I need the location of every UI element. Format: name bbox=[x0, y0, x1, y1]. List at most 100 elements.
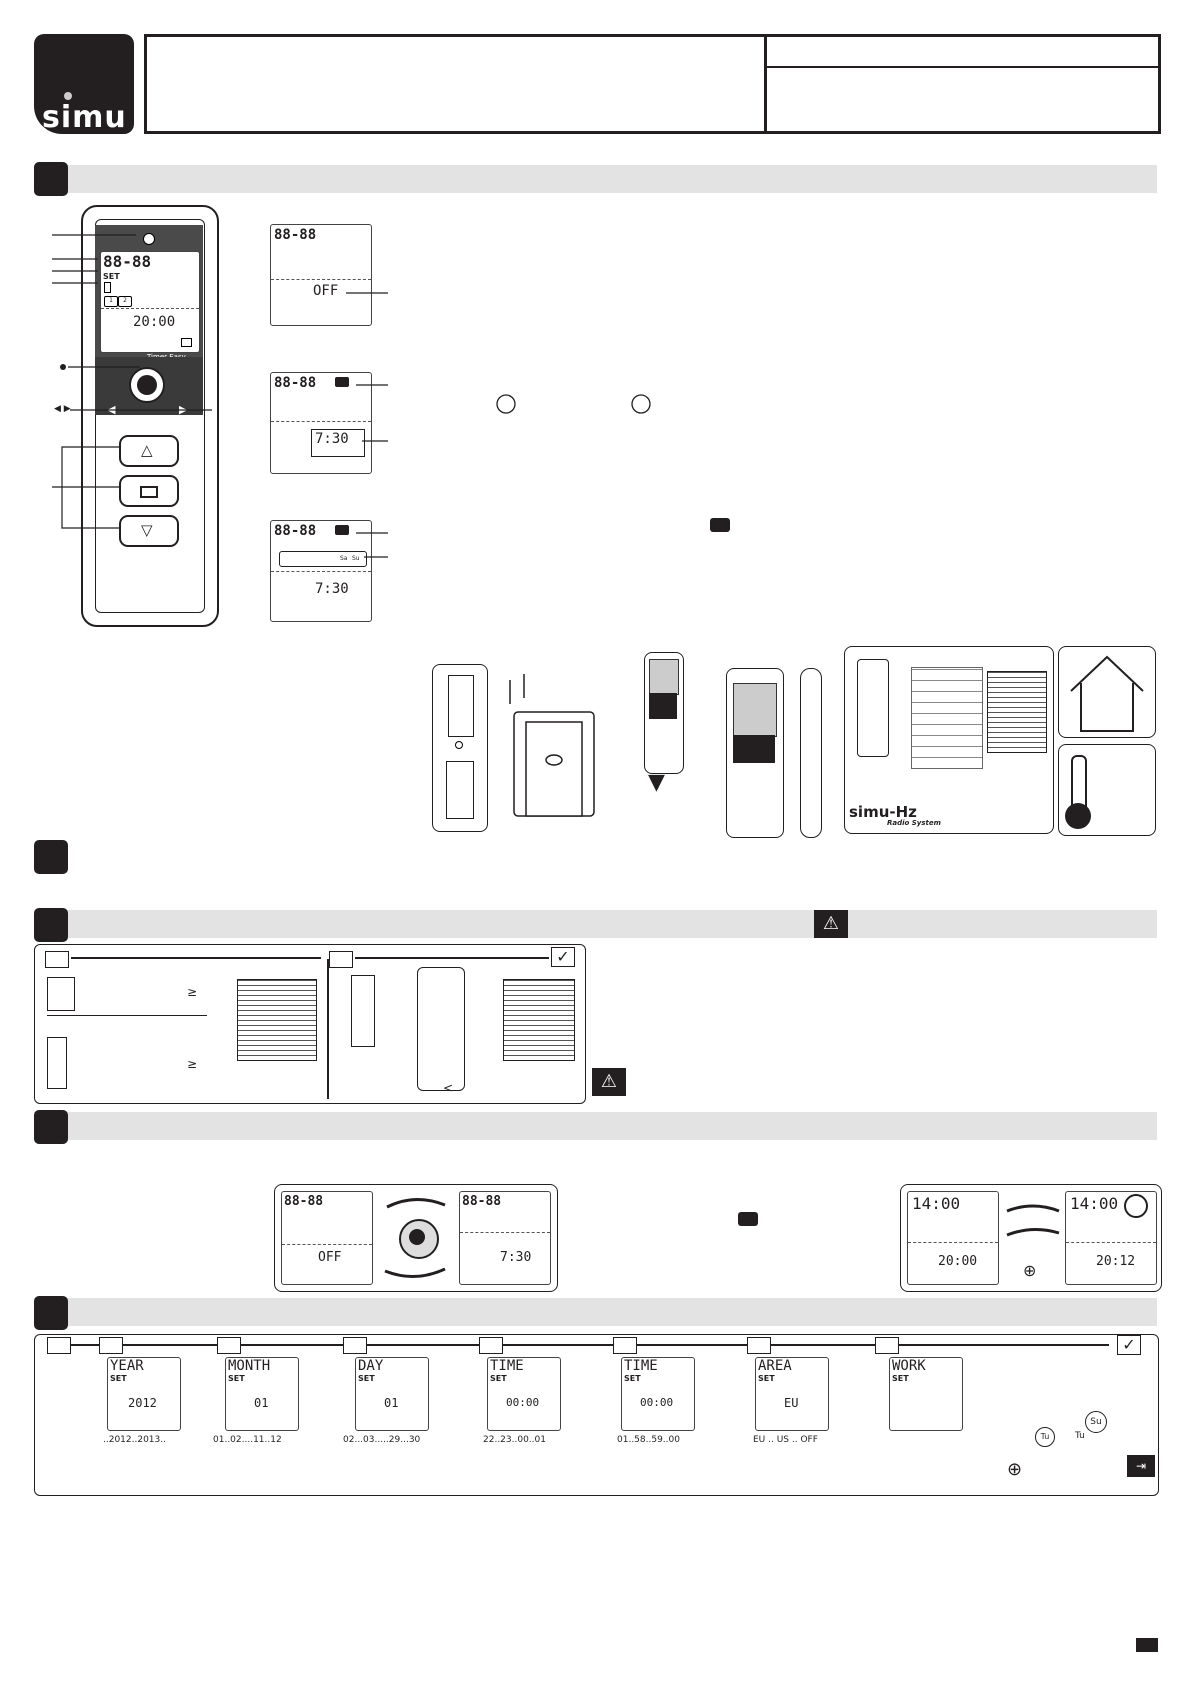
step-value: 2012 bbox=[128, 1396, 157, 1410]
step-range: ..2012..2013.. bbox=[103, 1435, 166, 1445]
step-screen: DAY SET 01 bbox=[355, 1357, 429, 1431]
check-mark: ✓ bbox=[1117, 1335, 1141, 1355]
step-screen: YEAR SET 2012 bbox=[107, 1357, 181, 1431]
simu-logo: simu bbox=[34, 34, 134, 135]
step-screen: AREA SET EU bbox=[755, 1357, 829, 1431]
channel-2-icon: 2 bbox=[118, 296, 132, 307]
screen-top-digits: 88-88 bbox=[274, 523, 317, 539]
plus-icon: ⊕ bbox=[1007, 1459, 1023, 1480]
step-set: SET bbox=[490, 1374, 507, 1383]
step-range: 02...03.....29...30 bbox=[343, 1435, 421, 1445]
shutter-icon bbox=[503, 979, 575, 1061]
step-value: 01 bbox=[384, 1396, 399, 1410]
section-band-3 bbox=[34, 910, 1157, 938]
arrow-pair-symbol: ◀ ▶ bbox=[54, 404, 71, 414]
step-range: 01..58..59..00 bbox=[617, 1435, 680, 1445]
gte-symbol: ≥ bbox=[187, 1057, 198, 1071]
step-set: SET bbox=[758, 1374, 775, 1383]
holiday-screen-right: 14:00 20:12 bbox=[1065, 1191, 1157, 1285]
step-title: TIME bbox=[490, 1358, 524, 1374]
step-value: 01 bbox=[254, 1396, 269, 1410]
time-value: 7:30 bbox=[315, 581, 349, 597]
step-box bbox=[747, 1337, 771, 1354]
temperature-icon bbox=[1058, 744, 1156, 836]
step-range: EU .. US .. OFF bbox=[753, 1435, 818, 1445]
step-screen: WORK SET bbox=[889, 1357, 963, 1431]
stop-button[interactable] bbox=[119, 475, 179, 507]
day-label-sa: Sa bbox=[340, 555, 348, 562]
holiday-diagram: 14:00 20:00 ⊕ 14:00 20:12 bbox=[900, 1184, 1162, 1292]
up-button[interactable]: △ bbox=[119, 435, 179, 467]
remote-icon bbox=[47, 977, 75, 1011]
step-value: 00:00 bbox=[640, 1396, 674, 1409]
gte-symbol: ≥ bbox=[187, 985, 198, 999]
step-box bbox=[217, 1337, 241, 1354]
section-badge-3 bbox=[34, 908, 68, 942]
right-arrow-button[interactable]: ▶ bbox=[179, 403, 188, 416]
down-button[interactable]: ▽ bbox=[119, 515, 179, 547]
page-number-badge bbox=[1136, 1638, 1158, 1652]
step-box bbox=[875, 1337, 899, 1354]
step-title: MONTH bbox=[228, 1358, 271, 1374]
suitcase-icon bbox=[738, 1212, 758, 1226]
mode-screen-right: 88-88 7:30 bbox=[459, 1191, 551, 1285]
press-button-icon[interactable] bbox=[399, 1219, 439, 1259]
step-set: SET bbox=[228, 1374, 245, 1383]
plus-icon: ⊕ bbox=[1023, 1261, 1037, 1280]
section-badge-4 bbox=[34, 1110, 68, 1144]
step-box bbox=[45, 951, 69, 968]
holiday-screen-left: 14:00 20:00 bbox=[907, 1191, 999, 1285]
select-button[interactable] bbox=[129, 367, 165, 403]
exit-icon: ⇥ bbox=[1127, 1455, 1155, 1477]
remote-side-view bbox=[800, 668, 822, 838]
remote-lcd: 88-88 SET 1 2 20:00 bbox=[100, 251, 200, 353]
step-box bbox=[343, 1337, 367, 1354]
mode-screen-left: 88-88 OFF bbox=[281, 1191, 373, 1285]
step-title: WORK bbox=[892, 1358, 926, 1374]
step-value: EU bbox=[784, 1396, 799, 1410]
step-title: AREA bbox=[758, 1358, 792, 1374]
step-screen: TIME SET 00:00 bbox=[487, 1357, 561, 1431]
suitcase-icon bbox=[710, 518, 730, 532]
step-set: SET bbox=[624, 1374, 641, 1383]
remote-icon bbox=[47, 1037, 67, 1089]
channel-1-icon: 1 bbox=[104, 296, 118, 307]
time-box bbox=[311, 429, 365, 457]
down-indicator-icon bbox=[181, 338, 192, 347]
holiday-right-top: 14:00 bbox=[1070, 1194, 1119, 1213]
holiday-right-time: 20:12 bbox=[1096, 1254, 1136, 1269]
header-frame bbox=[144, 34, 1161, 134]
range-diagram: simu-Hz Radio System bbox=[844, 646, 1054, 834]
holiday-left-top: 14:00 bbox=[912, 1194, 961, 1213]
shutter-icon bbox=[237, 979, 317, 1061]
time-value: 7:30 bbox=[315, 431, 349, 447]
screen-top-digits: 88-88 bbox=[462, 1194, 502, 1209]
lt-symbol: < bbox=[443, 1081, 454, 1095]
step-value: 00:00 bbox=[506, 1396, 540, 1409]
su-sun-token: Su bbox=[1085, 1411, 1107, 1433]
range-tagline: Radio System bbox=[887, 819, 941, 827]
remote-display-top: 88-88 bbox=[103, 252, 152, 271]
settings-sequence: ✓ YEAR SET 2012 ..2012..2013.. MONTH SET… bbox=[34, 1334, 1159, 1496]
step-box bbox=[99, 1337, 123, 1354]
warning-icon: ⚠ bbox=[814, 910, 848, 938]
remote-illustration: 88-88 SET 1 2 20:00 Timer Easy ◀ ▶ △ ▽ bbox=[81, 205, 219, 627]
left-arrow-button[interactable]: ◀ bbox=[107, 403, 116, 416]
overview-screen-days: 88-88 Sa Su 7:30 bbox=[270, 520, 372, 622]
step-screen: MONTH SET 01 bbox=[225, 1357, 299, 1431]
step-screen: TIME SET 00:00 bbox=[621, 1357, 695, 1431]
battery-cover-diagram bbox=[432, 664, 488, 832]
section-band-5 bbox=[34, 1298, 1157, 1326]
brick-wall-icon bbox=[911, 667, 983, 769]
wall-bracket-diagram bbox=[509, 674, 595, 817]
section-band-4 bbox=[34, 1112, 1157, 1140]
step-title: YEAR bbox=[110, 1358, 144, 1374]
step-range: 01..02....11..12 bbox=[213, 1435, 282, 1445]
step-box bbox=[613, 1337, 637, 1354]
suitcase-icon bbox=[335, 377, 349, 387]
screen-top-digits: 88-88 bbox=[274, 227, 317, 243]
remote-set-label: SET bbox=[103, 272, 120, 281]
step-title: DAY bbox=[358, 1358, 384, 1374]
tu-label: Tu bbox=[1075, 1431, 1085, 1441]
battery-icon bbox=[104, 282, 111, 293]
